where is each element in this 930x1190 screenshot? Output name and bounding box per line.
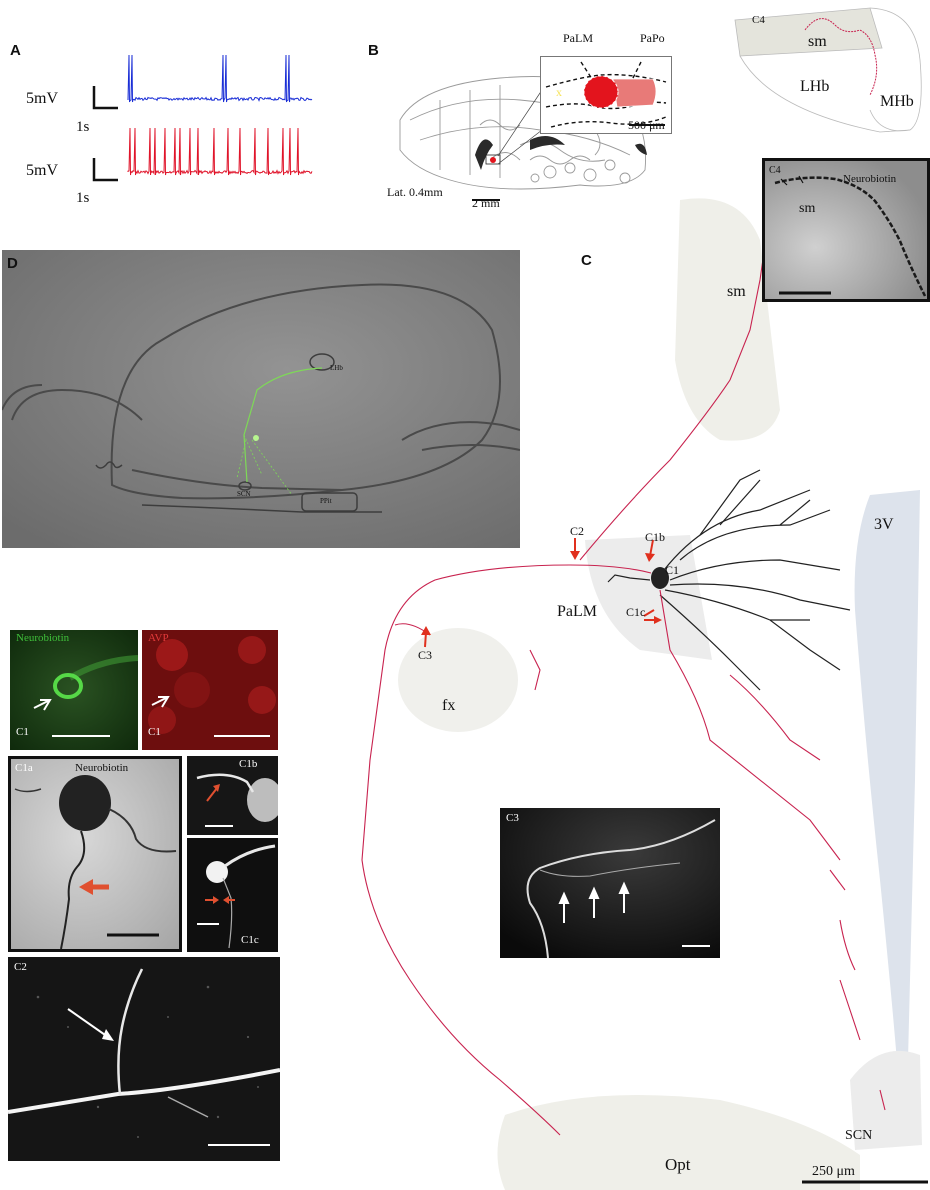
c-fx-label: fx: [442, 697, 456, 714]
c-palm-label: PaLM: [557, 603, 597, 620]
c-sm-label: sm: [727, 283, 746, 300]
c1a-title: Neurobiotin: [75, 762, 129, 774]
c3-micrograph: C3: [500, 808, 720, 958]
avp-cell-label: C1: [148, 726, 161, 738]
c-c1b-label: C1b: [645, 530, 666, 544]
trace1-voltage-label: 5mV: [26, 90, 58, 107]
b-inset-papo-label: PaPo: [640, 31, 665, 45]
tr-c4-label: C4: [752, 14, 765, 26]
c-c1c-label: C1c: [626, 605, 646, 619]
panel-label-c: C: [581, 252, 592, 269]
callout-arrows: [421, 538, 662, 648]
scn-region: [850, 1050, 922, 1150]
trace2-time-label: 1s: [76, 190, 90, 206]
c4-inset-sm: sm: [799, 201, 816, 216]
habenula-drawing: [734, 7, 922, 133]
fornix-region: [398, 628, 518, 732]
electrophysiology-traces: [92, 54, 313, 182]
c-3v-label: 3V: [874, 516, 894, 533]
c1b-micrograph: C1b: [187, 756, 278, 835]
c-scn-label: SCN: [845, 1128, 873, 1143]
panel-label-d: D: [7, 255, 18, 272]
c1a-label: C1a: [15, 762, 33, 774]
trace2-scale-bar: [92, 158, 118, 182]
c-opt-label: Opt: [665, 1155, 691, 1174]
trace2-voltage-label: 5mV: [26, 162, 58, 179]
c2-label: C2: [14, 961, 27, 973]
c4-inset-neurobiotin: Neurobiotin: [843, 173, 897, 185]
panel-d-3d-render: LHb SCN PPit: [2, 250, 520, 548]
avp-fluorescence: AVP C1: [142, 630, 278, 750]
soma-c1: [651, 567, 669, 589]
c4-micrograph: C4 Neurobiotin sm: [762, 158, 930, 302]
c-c1-label: C1: [665, 563, 680, 577]
c-c2-label: C2: [570, 524, 585, 538]
dendritic-tree: [607, 469, 851, 691]
sm-region: [675, 198, 780, 441]
c3-inset-label: C3: [506, 812, 519, 824]
panel-label-a: A: [10, 42, 21, 59]
tr-lhb-label: LHb: [800, 78, 830, 95]
b-inset-palm-label: PaLM: [563, 31, 593, 45]
c1a-micrograph: C1a Neurobiotin: [8, 756, 182, 952]
d-ppit-label: PPit: [320, 497, 332, 505]
b-zoom-inset: x: [540, 56, 672, 134]
c1c-label: C1c: [241, 934, 259, 946]
avp-title: AVP: [148, 632, 169, 644]
c1c-micrograph: C1c: [187, 838, 278, 952]
c2-micrograph: C2: [8, 957, 280, 1161]
trace1-time-label: 1s: [76, 119, 90, 135]
tr-sm-label: sm: [808, 33, 827, 50]
trace1-line: [127, 54, 313, 103]
tr-mhb-label: MHb: [880, 93, 914, 110]
coronal-reconstruction: [361, 198, 928, 1190]
b-recording-site-marker: x: [556, 85, 562, 99]
c-c3-label: C3: [418, 648, 433, 662]
neurobiotin-fluorescence: Neurobiotin C1: [10, 630, 138, 750]
optic-chiasm-region: [497, 1095, 860, 1190]
c1b-label: C1b: [239, 758, 258, 770]
trace2-line: [127, 127, 313, 176]
d-scn-label: SCN: [237, 490, 251, 498]
trace1-scale-bar: [92, 86, 118, 110]
c-scale-label: 250 μm: [812, 1164, 855, 1179]
neurobiotin-title: Neurobiotin: [16, 632, 70, 644]
neurobiotin-cell-label: C1: [16, 726, 29, 738]
b-scale-label: 2 mm: [472, 196, 500, 210]
third-ventricle: [854, 490, 920, 1100]
panel-label-b: B: [368, 42, 379, 59]
d-lhb-label: LHb: [330, 364, 343, 372]
palm-region: [585, 535, 712, 660]
c4-inset-label: C4: [769, 165, 781, 176]
b-inset-scale-label: 500 μm: [628, 118, 665, 132]
b-lateral-label: Lat. 0.4mm: [387, 185, 443, 199]
